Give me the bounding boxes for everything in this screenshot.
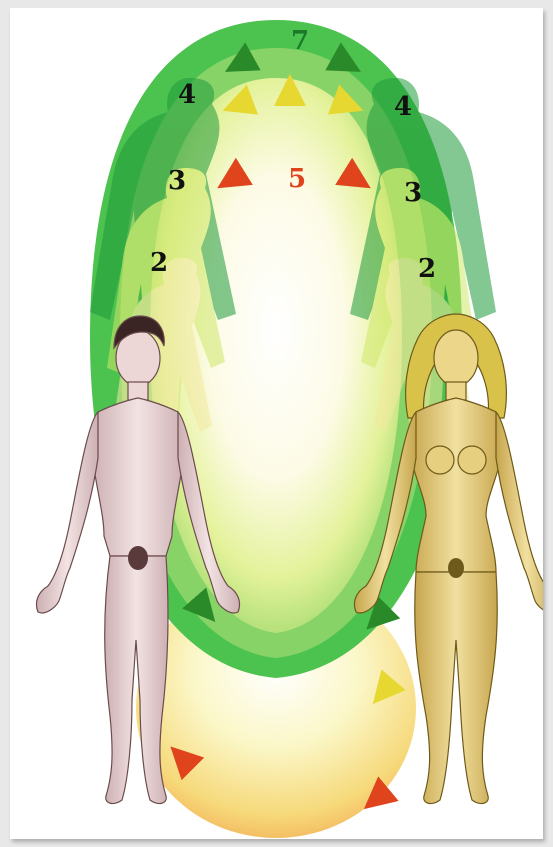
label-3-right: 3: [404, 180, 422, 206]
label-2-right: 2: [418, 256, 436, 282]
label-3-left: 3: [168, 168, 186, 194]
label-4-right: 4: [394, 94, 412, 120]
energy-body-diagram: [10, 8, 543, 839]
label-5: 5: [288, 166, 306, 192]
label-7: 7: [291, 28, 309, 54]
label-4-left: 4: [178, 82, 196, 108]
label-2-left: 2: [150, 250, 168, 276]
illustration-card: 7 4 4 5 3 3 2 2: [10, 8, 543, 839]
